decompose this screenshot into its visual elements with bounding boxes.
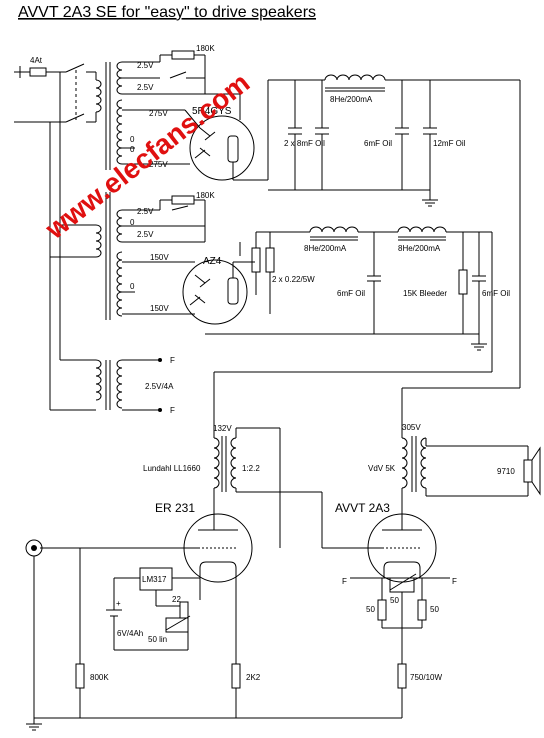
output-res-left bbox=[377, 599, 387, 621]
fuse-label: 4At bbox=[30, 56, 43, 65]
s2-cap-a-label: 6mF Oil bbox=[337, 289, 365, 298]
filament-f1: F bbox=[170, 356, 175, 365]
output-f-left: F bbox=[342, 577, 347, 586]
s2-tap-150-top: 150V bbox=[150, 253, 169, 262]
battery-label: 6V/4Ah bbox=[117, 629, 143, 638]
output-b-plus: 305V bbox=[402, 423, 421, 432]
s1-rectifier-tube bbox=[189, 115, 255, 181]
s2-bleeder bbox=[458, 269, 468, 295]
s2-resistor-label: 180K bbox=[196, 191, 215, 200]
output-res-left-label: 50 bbox=[366, 605, 375, 614]
s1-resistor-label: 180K bbox=[196, 44, 215, 53]
output-cathode-resistor bbox=[397, 663, 407, 689]
s2-choke1-label: 8He/200mA bbox=[304, 244, 347, 253]
s1-cap-c-label: 12mF Oil bbox=[433, 139, 466, 148]
s2-heater-tap-2: 2.5V bbox=[137, 230, 154, 239]
s2-res-1 bbox=[251, 247, 261, 273]
driver-stage: 132V Lundahl LL1660 1:2.2 ER 231 800K bbox=[25, 371, 492, 731]
supply-1: 2.5V 2.5V 180K 275V 0 0 275V 5R4GYS bbox=[116, 44, 521, 388]
s1-tap-0-b: 0 bbox=[130, 145, 135, 154]
s1-cap-a-label: 2 x 8mF Oil bbox=[284, 139, 325, 148]
driver-pot-value: 22 bbox=[172, 595, 181, 604]
output-stage: 305V VdV 5K 9710 AVVT 2A3 F F 50 50 bbox=[236, 387, 541, 719]
output-cathode-res-label: 750/10W bbox=[410, 673, 442, 682]
driver-cathode-res-label: 2K2 bbox=[246, 673, 261, 682]
s2-heater-tap-1: 2.5V bbox=[137, 207, 154, 216]
output-hum-pot[interactable] bbox=[389, 577, 415, 593]
filament-f2: F bbox=[170, 406, 175, 415]
mains-switch bbox=[65, 63, 85, 73]
mains-section: 4At bbox=[14, 56, 111, 411]
s2-tap-0: 0 bbox=[130, 218, 135, 227]
s2-resistors-label: 2 x 0.22/5W bbox=[272, 275, 315, 284]
s2-choke2-label: 8He/200mA bbox=[398, 244, 441, 253]
s1-tap-0-a: 0 bbox=[130, 135, 135, 144]
output-transformer-label: VdV 5K bbox=[368, 464, 396, 473]
s1-choke-label: 8He/200mA bbox=[330, 95, 373, 104]
s2-rectifier-label: AZ4 bbox=[203, 256, 222, 267]
filament-label: 2.5V/4A bbox=[145, 382, 174, 391]
output-pot-label: 50 bbox=[390, 596, 399, 605]
driver-transformer-label: Lundahl LL1660 bbox=[143, 464, 201, 473]
driver-grid-res-label: 800K bbox=[90, 673, 109, 682]
lm317-label: LM317 bbox=[142, 575, 167, 584]
filament-transformer: F F 2.5V/4A bbox=[95, 356, 175, 415]
s1-heater-tap-1: 2.5V bbox=[137, 61, 154, 70]
s1-tap-275-top: 275V bbox=[149, 109, 168, 118]
driver-ratio: 1:2.2 bbox=[242, 464, 260, 473]
driver-grid-resistor bbox=[75, 663, 85, 689]
speaker bbox=[523, 459, 533, 483]
output-res-right bbox=[417, 599, 427, 621]
speaker-label: 9710 bbox=[497, 467, 515, 476]
s2-resistor bbox=[171, 195, 195, 205]
s2-cap-b-label: 6mF Oil bbox=[482, 289, 510, 298]
page-title: AVVT 2A3 SE for "easy" to drive speakers bbox=[18, 4, 316, 21]
s1-resistor bbox=[171, 50, 195, 60]
driver-tube-label: ER 231 bbox=[155, 501, 195, 515]
driver-b-plus: 132V bbox=[213, 424, 232, 433]
driver-pot-22[interactable] bbox=[179, 601, 189, 619]
output-f-right: F bbox=[452, 577, 457, 586]
s2-res-2 bbox=[265, 247, 275, 273]
output-tube-label: AVVT 2A3 bbox=[335, 501, 390, 515]
driver-pot-label: 50 lin bbox=[148, 635, 167, 644]
s2-tap-0-b: 0 bbox=[130, 282, 135, 291]
s1-heater-tap-2: 2.5V bbox=[137, 83, 154, 92]
driver-cathode-resistor bbox=[231, 663, 241, 689]
supply-2: 2.5V 2.5V 0 180K 150V 0 150V AZ4 2 x 0.2… bbox=[116, 191, 510, 372]
s1-rectifier-label: 5R4GYS bbox=[192, 106, 232, 117]
s1-cap-b-label: 6mF Oil bbox=[364, 139, 392, 148]
s2-rectifier-tube bbox=[182, 259, 248, 325]
output-res-right-label: 50 bbox=[430, 605, 439, 614]
watermark: www.elecfans.com bbox=[39, 67, 255, 246]
s2-bleeder-label: 15K Bleeder bbox=[403, 289, 447, 298]
battery-plus: + bbox=[116, 599, 121, 608]
fuse bbox=[29, 67, 47, 77]
s2-tap-150-bot: 150V bbox=[150, 304, 169, 313]
